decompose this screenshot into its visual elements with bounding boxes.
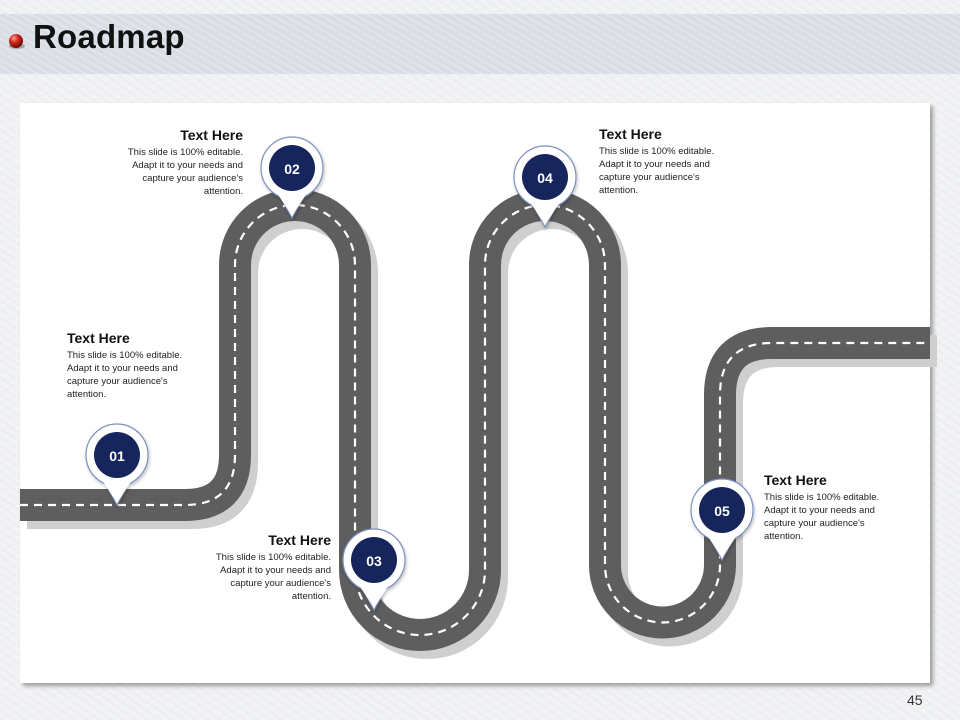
milestone-heading: Text Here — [67, 330, 130, 346]
milestone-number: 01 — [109, 448, 125, 464]
road-surface — [20, 205, 930, 635]
milestone-number: 02 — [284, 161, 300, 177]
milestone-marker-01: 01 — [85, 423, 149, 507]
milestone-number: 04 — [537, 170, 553, 186]
milestone-text-04: Text Here This slide is 100% editable. A… — [599, 126, 729, 197]
milestone-body: This slide is 100% editable. Adapt it to… — [215, 552, 331, 602]
milestone-marker-02: 02 — [260, 136, 324, 220]
page-number: 45 — [907, 692, 923, 708]
milestone-text-03: Text Here This slide is 100% editable. A… — [201, 532, 331, 603]
milestone-marker-03: 03 — [342, 528, 406, 612]
milestone-text-01: Text Here This slide is 100% editable. A… — [67, 330, 197, 401]
milestone-heading: Text Here — [599, 126, 662, 142]
milestone-body: This slide is 100% editable. Adapt it to… — [67, 350, 183, 400]
milestone-heading: Text Here — [180, 127, 243, 143]
milestone-number: 03 — [366, 553, 382, 569]
milestone-body: This slide is 100% editable. Adapt it to… — [764, 492, 880, 542]
milestone-number: 05 — [714, 503, 730, 519]
milestone-heading: Text Here — [764, 472, 827, 488]
slide-title: Roadmap — [33, 18, 185, 55]
milestone-text-02: Text Here This slide is 100% editable. A… — [113, 127, 243, 198]
milestone-body: This slide is 100% editable. Adapt it to… — [599, 146, 715, 196]
milestone-marker-04: 04 — [513, 145, 577, 229]
title-bar — [0, 14, 960, 74]
milestone-body: This slide is 100% editable. Adapt it to… — [127, 147, 243, 197]
milestone-heading: Text Here — [268, 532, 331, 548]
title-bullet-icon — [9, 34, 25, 49]
milestone-text-05: Text Here This slide is 100% editable. A… — [764, 472, 894, 543]
milestone-marker-05: 05 — [690, 478, 754, 562]
